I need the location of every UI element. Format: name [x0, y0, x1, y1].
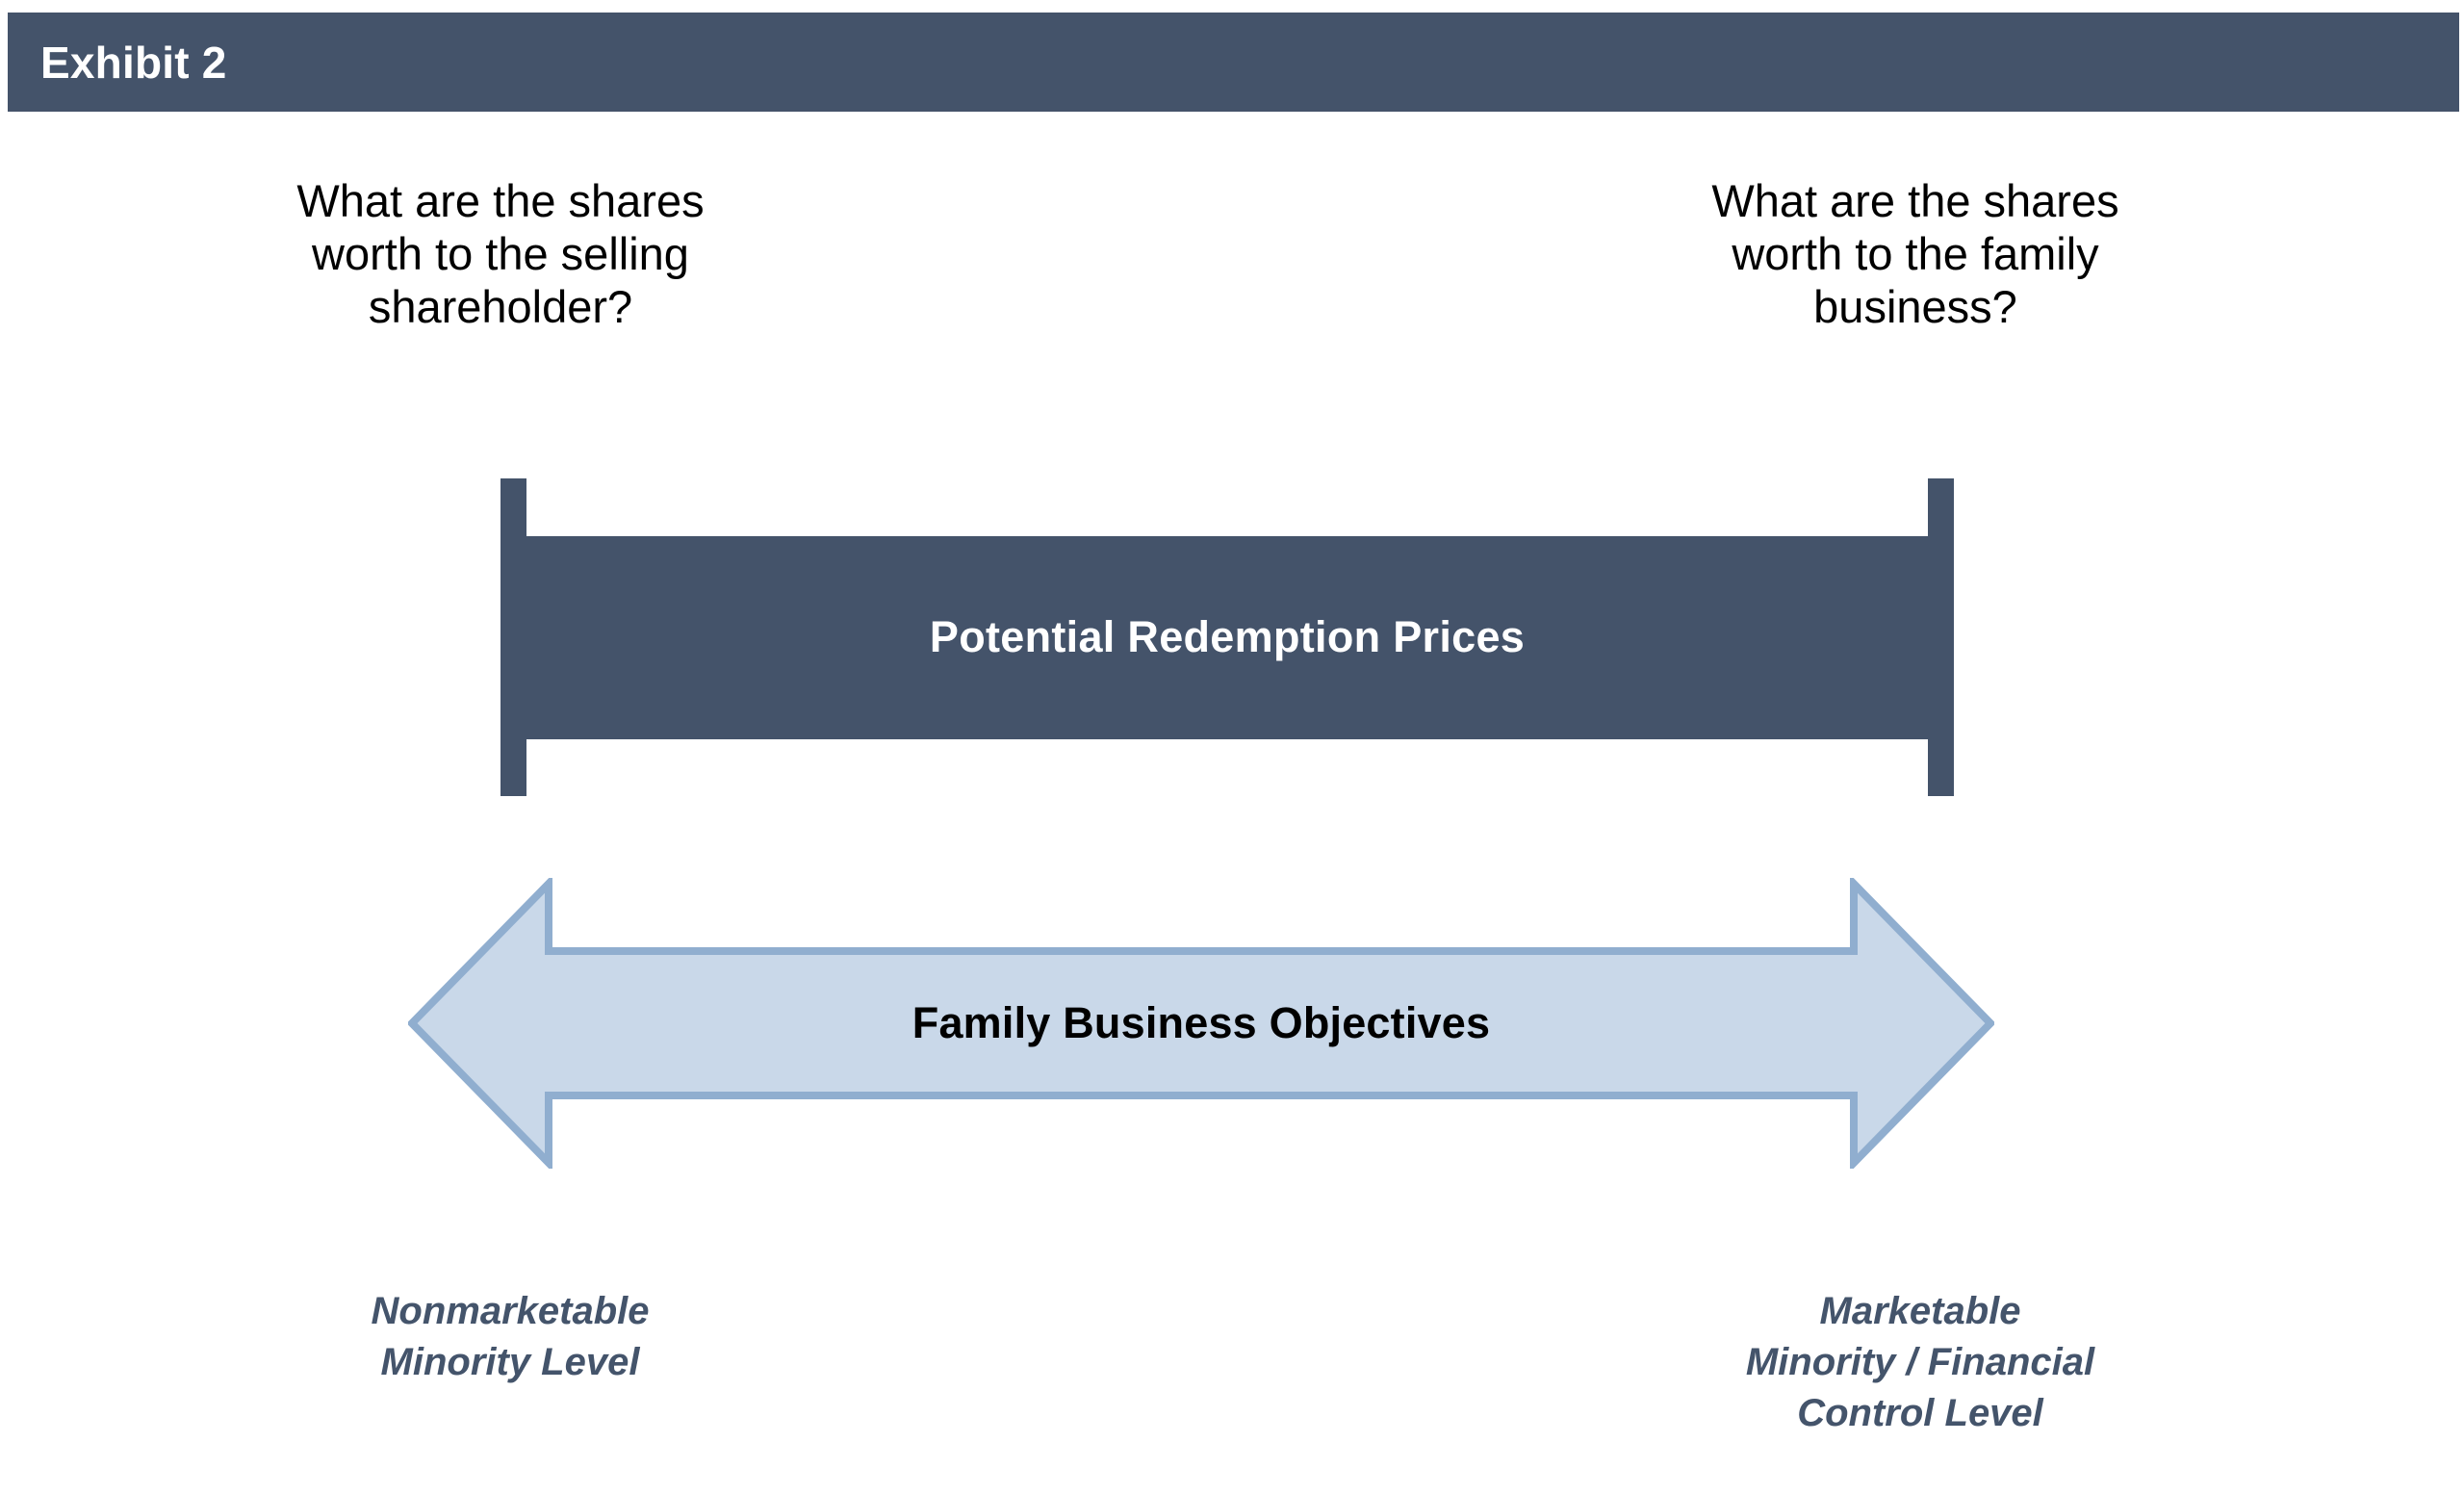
level-label-marketable-minority-financial-control: Marketable Minority / Financial Control … [1745, 1290, 2095, 1434]
question-left-selling-shareholder: What are the shares worth to the selling… [296, 175, 705, 332]
page-title: Exhibit 2 [40, 37, 227, 88]
level-label-nonmarketable-minority: Nonmarketable Minority Level [371, 1290, 650, 1383]
ibeam-shape-icon [500, 478, 1954, 796]
potential-redemption-prices-label: Potential Redemption Prices [929, 612, 1526, 661]
question-right-family-business: What are the shares worth to the family … [1711, 175, 2119, 332]
family-business-objectives-label: Family Business Objectives [911, 998, 1491, 1047]
family-business-objectives-arrow: Family Business Objectives [408, 878, 1994, 1169]
exhibit-header-bar: Exhibit 2 [8, 13, 2459, 112]
double-arrow-icon [408, 878, 1994, 1169]
potential-redemption-prices-bar: Potential Redemption Prices [500, 478, 1954, 796]
